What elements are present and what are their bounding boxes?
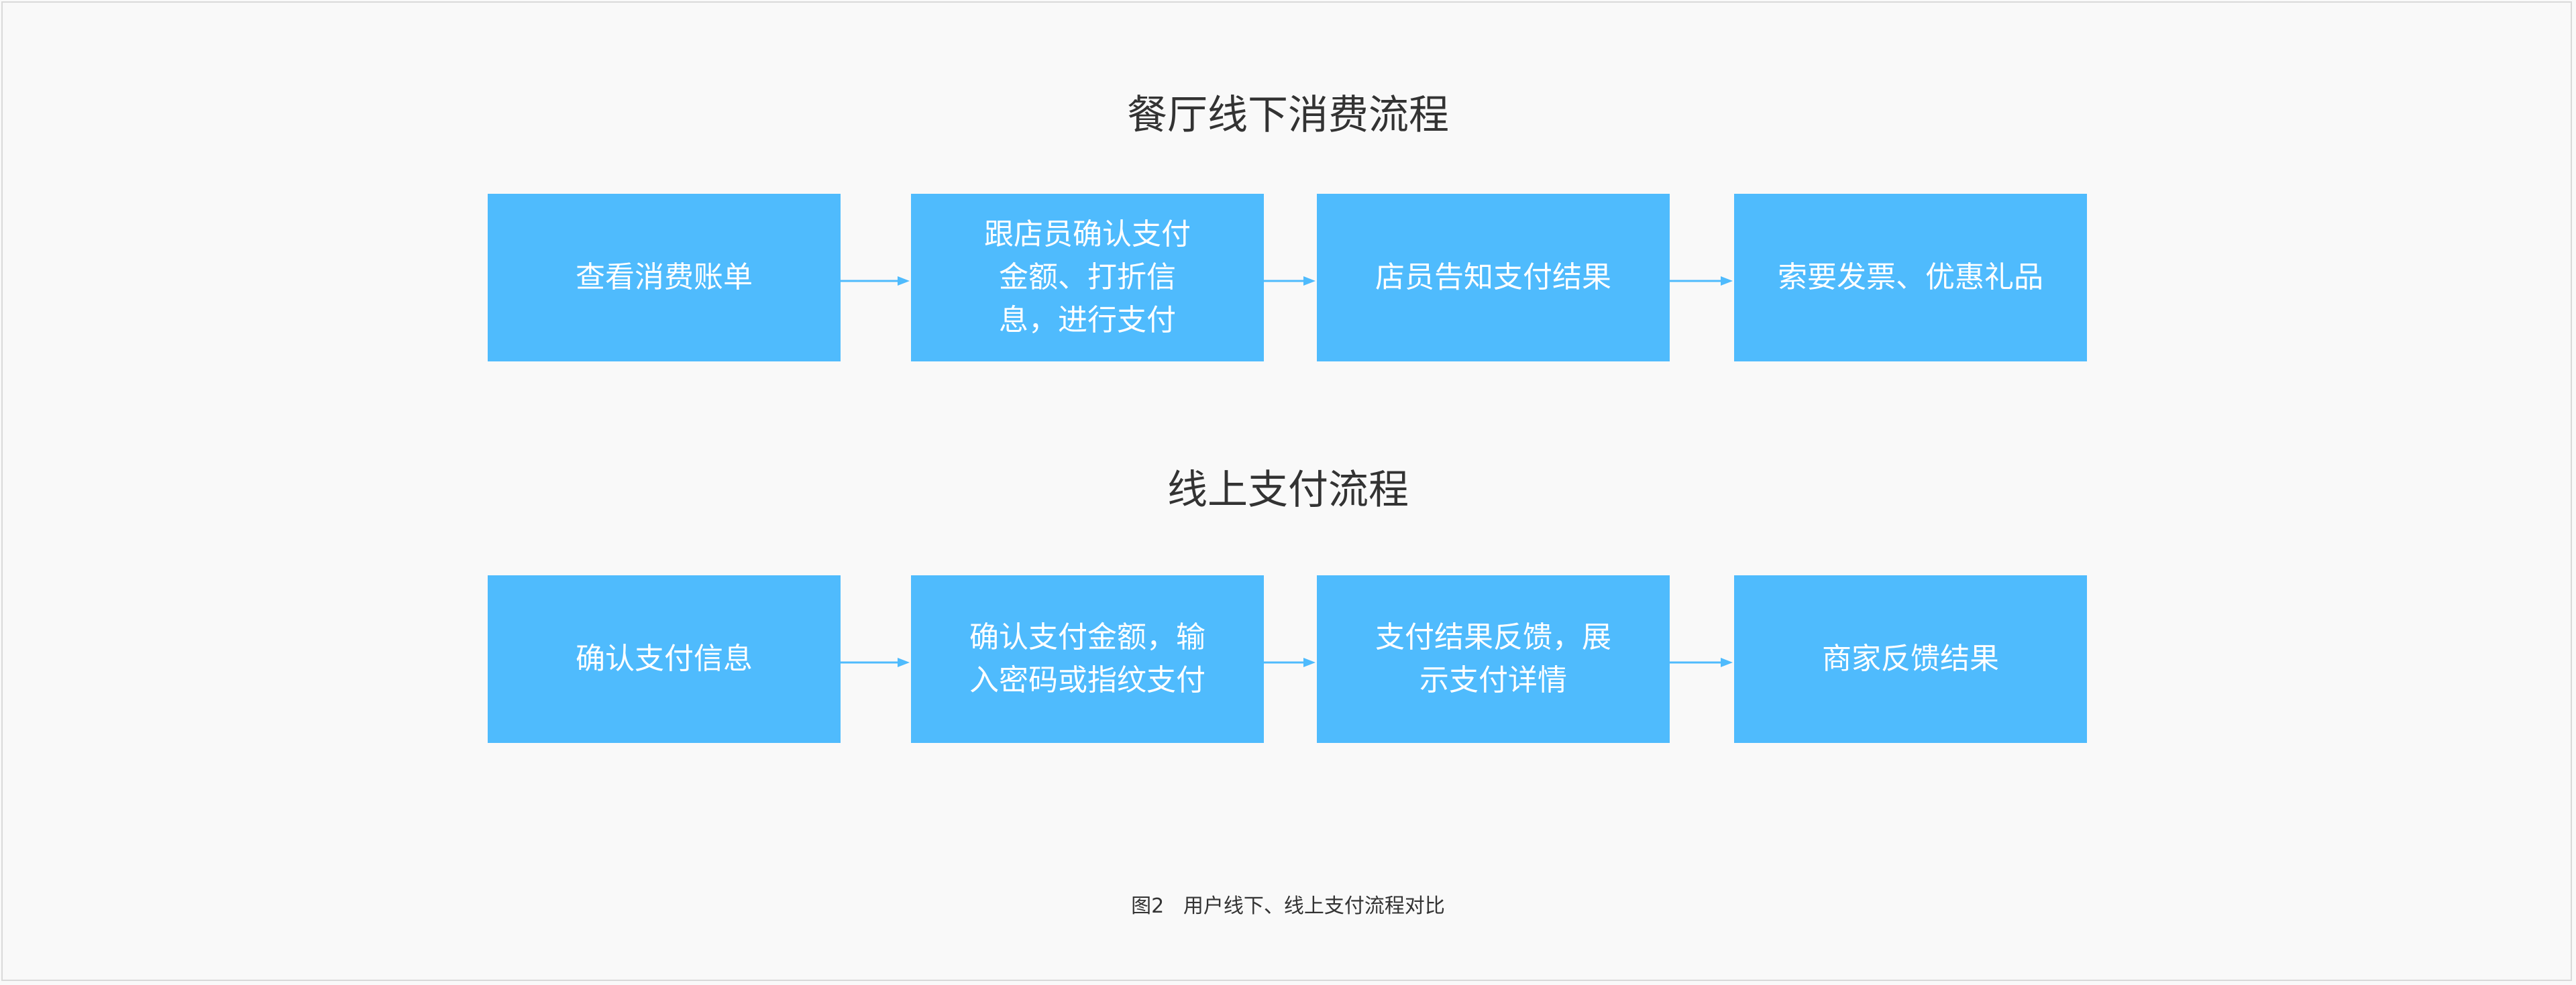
online-flow-title: 线上支付流程 <box>1167 467 1409 514</box>
offline-step-2: 跟店员确认支付 金额、打折信 息，进行支付 <box>911 194 1264 361</box>
online-arrow-3-head <box>1721 658 1733 667</box>
figure-caption: 图2 用户线下、线上支付流程对比 <box>1131 894 1445 918</box>
online-step-2: 确认支付金额，输 入密码或指纹支付 <box>911 575 1264 743</box>
offline-step-1: 查看消费账单 <box>488 194 841 361</box>
offline-step-4: 索要发票、优惠礼品 <box>1734 194 2087 361</box>
offline-arrow-1-head <box>898 276 910 286</box>
online-step-4: 商家反馈结果 <box>1734 575 2087 743</box>
offline-step-3: 店员告知支付结果 <box>1317 194 1670 361</box>
offline-arrow-3-head <box>1721 276 1733 286</box>
offline-arrow-2-head <box>1303 276 1316 286</box>
online-step-3: 支付结果反馈，展 示支付详情 <box>1317 575 1670 743</box>
offline-flow-title: 餐厅线下消费流程 <box>1127 92 1449 139</box>
online-step-1: 确认支付信息 <box>488 575 841 743</box>
online-arrow-2-head <box>1303 658 1316 667</box>
online-arrow-1-head <box>898 658 910 667</box>
